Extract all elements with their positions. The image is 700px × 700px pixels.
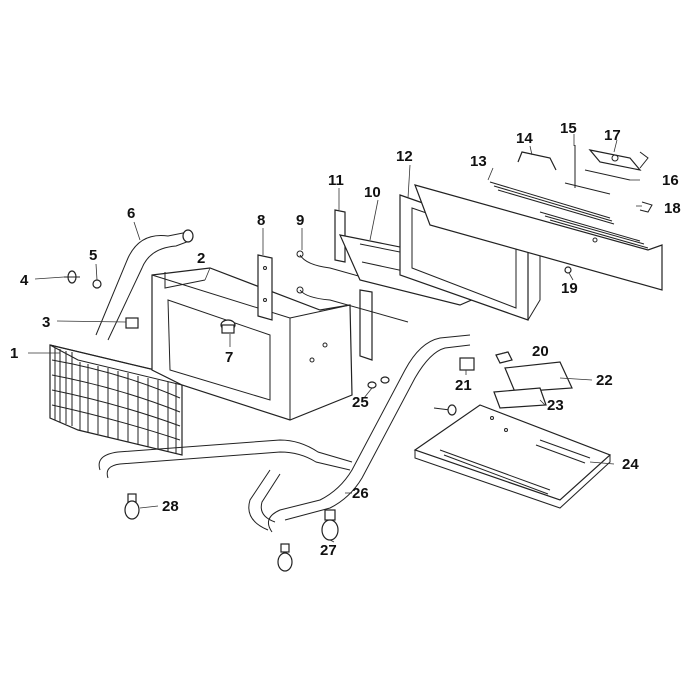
heater-housing-part-2 — [151, 267, 353, 421]
knob-part-19 — [564, 266, 572, 274]
rod-part-16 — [584, 169, 631, 181]
switch-part-7 — [220, 319, 236, 334]
callout-20: 20 — [532, 343, 549, 360]
caster-part-28 — [124, 493, 140, 520]
handle-frame-part-6 — [95, 229, 194, 341]
base-frame-part-26 — [98, 334, 471, 533]
callout-28: 28 — [162, 498, 179, 515]
callout-4: 4 — [20, 272, 29, 289]
connector-part-3 — [125, 317, 139, 329]
callout-14: 14 — [516, 130, 533, 147]
knob-screw — [433, 404, 457, 416]
caster-part-27 — [277, 509, 339, 572]
callout-3: 3 — [42, 314, 50, 331]
leader-lines — [28, 134, 642, 543]
callout-23: 23 — [547, 397, 564, 414]
callout-labels: 1 2 3 4 5 6 7 8 9 10 11 12 13 14 15 16 1… — [10, 120, 681, 559]
mounting-bracket-part-8 — [257, 254, 273, 321]
callout-12: 12 — [396, 148, 413, 165]
base-plate-part-24 — [413, 404, 612, 509]
callout-9: 9 — [296, 212, 304, 229]
control-board-part-23 — [493, 387, 547, 409]
callout-24: 24 — [622, 456, 639, 473]
callout-8: 8 — [257, 212, 265, 229]
clip-part-18 — [639, 201, 653, 213]
callout-2: 2 — [197, 250, 205, 267]
callout-22: 22 — [596, 372, 613, 389]
rod-part-15 — [564, 145, 611, 195]
callout-17: 17 — [604, 127, 621, 144]
callout-25: 25 — [352, 394, 369, 411]
callout-19: 19 — [561, 280, 578, 297]
thermostat-bracket-part-17 — [588, 149, 649, 171]
bolt-part-25 — [367, 376, 390, 389]
callout-18: 18 — [664, 200, 681, 217]
callout-21: 21 — [455, 377, 472, 394]
callout-16: 16 — [662, 172, 679, 189]
callout-11: 11 — [328, 172, 344, 189]
callout-26: 26 — [352, 485, 369, 502]
callout-27: 27 — [320, 542, 337, 559]
callout-5: 5 — [89, 247, 97, 264]
callout-6: 6 — [127, 205, 135, 222]
cover-part-20 — [495, 351, 513, 364]
callout-13: 13 — [470, 153, 487, 170]
callout-10: 10 — [364, 184, 381, 201]
front-panel-part-13 — [414, 181, 663, 291]
control-cover-part-22 — [504, 361, 573, 393]
callout-15: 15 — [560, 120, 577, 137]
element-rods-part-9 — [296, 250, 409, 323]
heating-element-grille-part-1 — [49, 344, 183, 456]
callout-1: 1 — [10, 345, 18, 362]
screw-part-4 — [64, 270, 80, 284]
thermostat-part-21 — [459, 357, 475, 371]
callout-7: 7 — [225, 349, 233, 366]
washer-part-5 — [92, 279, 102, 289]
carry-handle-part-14 — [517, 151, 557, 171]
side-bracket-part-11 — [334, 209, 373, 361]
